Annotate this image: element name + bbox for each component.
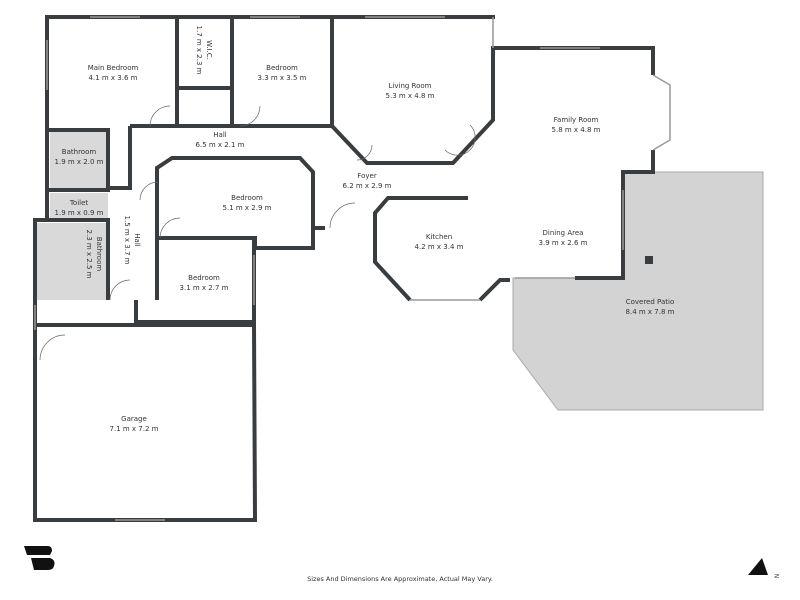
room-size: 7.1 m x 7.2 m (109, 425, 159, 433)
room-label: Bathroom 1.9 m x 2.0 m (55, 147, 104, 167)
room-name: Family Room (553, 116, 599, 124)
room-size: 5.3 m x 4.8 m (385, 92, 435, 100)
room-name: Bathroom (61, 148, 97, 156)
room-size: 1.9 m x 2.0 m (54, 158, 104, 166)
room-name: Kitchen (425, 233, 453, 241)
room-name: Hall (133, 233, 141, 247)
room-label: W.I.C.1.7 m x 2.3 m (194, 26, 214, 75)
room-size: 3.9 m x 2.6 m (538, 239, 588, 247)
room-size: 8.4 m x 7.8 m (625, 308, 675, 316)
bathroom-2-floor (37, 223, 108, 300)
room-name: Covered Patio (625, 298, 675, 306)
disclaimer: Sizes And Dimensions Are Approximate, Ac… (307, 575, 493, 583)
room-size: 4.1 m x 3.6 m (88, 74, 138, 82)
room-size: 4.2 m x 3.4 m (414, 243, 464, 251)
room-label: Foyer 6.2 m x 2.9 m (343, 171, 392, 191)
room-label: Living Room 5.3 m x 4.8 m (386, 81, 435, 101)
room-size: 5.8 m x 4.8 m (551, 126, 601, 134)
patio-post (645, 256, 653, 264)
windows (34, 16, 671, 521)
room-name: Bathroom (95, 236, 103, 272)
room-name: Dining Area (542, 229, 584, 237)
room-name: Hall (213, 131, 227, 139)
room-label: Hall 6.5 m x 2.1 m (196, 130, 245, 150)
room-name: W.I.C. (205, 40, 213, 60)
room-size: 3.3 m x 3.5 m (257, 74, 307, 82)
north-arrow-icon (748, 558, 768, 575)
room-size: 5.1 m x 2.9 m (222, 204, 272, 212)
bathroom-floor (50, 130, 108, 190)
room-label: Bedroom 5.1 m x 2.9 m (223, 193, 272, 213)
walls (33, 15, 655, 522)
room-label: Dining Area 3.9 m x 2.6 m (539, 228, 588, 248)
room-label: Family Room 5.8 m x 4.8 m (552, 115, 601, 135)
room-label: Bedroom 3.1 m x 2.7 m (180, 273, 229, 293)
room-label: Covered Patio 8.4 m x 7.8 m (626, 297, 675, 317)
room-size: 2.3 m x 2.5 m (85, 229, 93, 279)
room-size: 1.9 m x 0.9 m (54, 209, 104, 217)
toilet-floor (50, 193, 108, 219)
doors (39, 105, 476, 361)
room-size: 3.1 m x 2.7 m (179, 284, 229, 292)
room-name: Foyer (357, 172, 377, 180)
covered-patio-area (512, 171, 764, 411)
room-name: Bedroom (266, 64, 298, 72)
room-label: Toilet 1.9 m x 0.9 m (55, 198, 104, 218)
room-size: 6.5 m x 2.1 m (195, 141, 245, 149)
room-label: Kitchen 4.2 m x 3.4 m (415, 232, 464, 252)
room-size: 1.5 m x 3.7 m (123, 215, 131, 265)
room-name: Bedroom (188, 274, 220, 282)
room-name: Main Bedroom (87, 64, 139, 72)
room-label: Bedroom 3.3 m x 3.5 m (258, 63, 307, 83)
room-name: Living Room (388, 82, 432, 90)
room-size: 6.2 m x 2.9 m (342, 182, 392, 190)
room-label: Main Bedroom 4.1 m x 3.6 m (88, 63, 139, 83)
room-name: Toilet (69, 199, 89, 207)
room-size: 1.7 m x 2.3 m (195, 25, 203, 75)
room-label: Garage 7.1 m x 7.2 m (110, 414, 159, 434)
brand-logo-icon (24, 546, 55, 570)
room-name: Garage (121, 415, 147, 423)
room-name: Bedroom (231, 194, 263, 202)
